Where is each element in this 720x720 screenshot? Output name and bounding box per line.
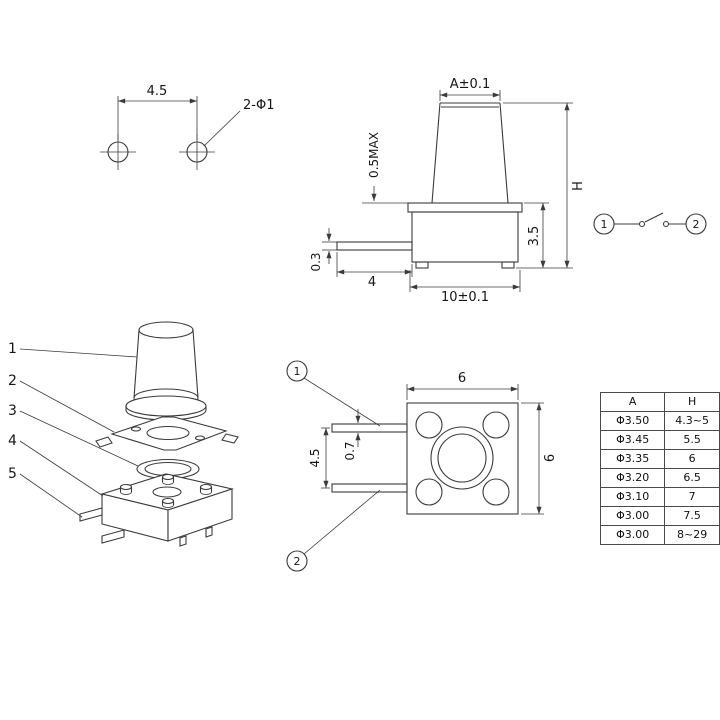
part-label-3: 3 xyxy=(8,403,17,419)
footprint-hole-left xyxy=(107,141,129,163)
circuit-terminal-2-label: 2 xyxy=(693,218,700,231)
spec-row: Φ3.10 7 xyxy=(599,487,720,507)
top-view: 6 6 4.5 0.7 1 2 xyxy=(286,360,558,572)
footprint-pitch-dim-graphics xyxy=(117,96,198,140)
spec-cell-a: Φ3.20 xyxy=(599,468,666,488)
base-foot xyxy=(179,535,187,547)
dim-pin-width: 0.7 xyxy=(343,441,357,460)
top-view-button-outer xyxy=(430,426,494,490)
top-view-corner-boss xyxy=(415,478,443,506)
exploded-base xyxy=(79,473,235,547)
part-leader-lines xyxy=(19,348,139,518)
spec-cell-h: 5.5 xyxy=(664,430,720,450)
base-post xyxy=(199,483,213,495)
hole-callout: 2-Φ1 xyxy=(243,98,274,113)
dim-pin-pitch: 4.5 xyxy=(308,448,322,467)
top-view-body-outline xyxy=(406,402,519,515)
switch-contact-right xyxy=(662,220,670,228)
top-view-button-inner xyxy=(437,433,487,483)
spec-cell-h: 8~29 xyxy=(664,525,720,545)
top-view-corner-boss xyxy=(482,411,510,439)
dim-top-width: A±0.1 xyxy=(450,77,490,92)
dim-lead-length-graphics xyxy=(336,252,413,277)
spec-cell-a: Φ3.35 xyxy=(599,449,666,469)
spec-header-h: H xyxy=(664,392,720,412)
spec-header-a: A xyxy=(599,392,666,412)
base-foot xyxy=(205,526,213,538)
dim-top-view-height: 6 xyxy=(543,454,558,462)
spec-row: Φ3.20 6.5 xyxy=(599,468,720,488)
hole-callout-leader xyxy=(203,110,241,147)
base-post xyxy=(161,473,175,485)
terminal-2-callout-label: 2 xyxy=(294,555,301,568)
dim-pin-pitch-graphics xyxy=(321,427,330,489)
spec-cell-h: 7.5 xyxy=(664,506,720,526)
dim-body-width: 10±0.1 xyxy=(441,290,489,305)
circuit-symbol: 1 2 xyxy=(593,212,707,235)
part-label-1: 1 xyxy=(8,341,17,357)
part-label-4: 4 xyxy=(8,433,17,449)
spec-cell-h: 7 xyxy=(664,487,720,507)
spec-cell-h: 6.5 xyxy=(664,468,720,488)
terminal-1-callout-circle xyxy=(286,360,308,382)
side-view: A±0.1 H 3.5 0.5MAX 0.3 4 xyxy=(309,77,586,305)
terminal-2-leader xyxy=(303,489,381,555)
dim-travel: 0.5MAX xyxy=(367,132,381,178)
top-view-corner-boss xyxy=(482,478,510,506)
exploded-cover-plate xyxy=(95,416,239,451)
terminal-1-leader xyxy=(303,377,381,427)
spec-cell-a: Φ3.00 xyxy=(599,506,666,526)
dim-body-height-graphics xyxy=(524,202,549,268)
spec-cell-a: Φ3.00 xyxy=(599,525,666,545)
top-view-pin-2 xyxy=(331,483,408,493)
side-lead xyxy=(336,241,413,251)
part-label-5: 5 xyxy=(8,466,17,482)
top-view-pin-1 xyxy=(331,423,408,433)
spec-row: Φ3.35 6 xyxy=(599,449,720,469)
base-pin xyxy=(101,529,125,544)
circuit-terminal-1-label: 1 xyxy=(601,218,608,231)
base-post xyxy=(119,483,133,495)
spec-cell-h: 4.3~5 xyxy=(664,411,720,431)
base-post xyxy=(161,497,175,508)
footprint-hole-right xyxy=(186,141,208,163)
exploded-actuator xyxy=(125,321,207,421)
dim-top-view-height-graphics xyxy=(521,402,544,515)
spec-cell-a: Φ3.10 xyxy=(599,487,666,507)
switch-blade xyxy=(644,212,664,223)
dim-body-width-graphics xyxy=(409,270,521,292)
spec-row: Φ3.45 5.5 xyxy=(599,430,720,450)
dim-lead-length: 4 xyxy=(368,275,376,290)
spec-row: Φ3.00 7.5 xyxy=(599,506,720,526)
top-view-corner-boss xyxy=(415,411,443,439)
spec-header-row: A H xyxy=(599,392,720,412)
dim-height-graphics xyxy=(503,102,573,269)
circuit-terminal-2-circle xyxy=(685,213,707,235)
spec-table: A H Φ3.50 4.3~5 Φ3.45 5.5 Φ3.35 6 Φ3.20 … xyxy=(599,392,720,545)
dim-lead-thickness-graphics xyxy=(322,228,337,264)
footprint-view: 4.5 2-Φ1 xyxy=(100,84,274,170)
spec-row: Φ3.50 4.3~5 xyxy=(599,411,720,431)
spec-cell-a: Φ3.50 xyxy=(599,411,666,431)
terminal-1-callout-label: 1 xyxy=(294,365,301,378)
terminal-2-callout-circle xyxy=(286,550,308,572)
dim-lead-thickness: 0.3 xyxy=(309,252,323,271)
base-pin xyxy=(79,507,103,522)
footprint-pitch-dim: 4.5 xyxy=(147,84,168,99)
spec-cell-a: Φ3.45 xyxy=(599,430,666,450)
side-body xyxy=(407,202,523,269)
dim-height: H xyxy=(571,181,586,191)
spec-cell-h: 6 xyxy=(664,449,720,469)
exploded-view: 1 2 3 4 5 xyxy=(8,321,239,547)
dim-body-height: 3.5 xyxy=(527,226,542,247)
switch-contact-left xyxy=(638,220,646,228)
dim-top-view-width: 6 xyxy=(458,371,466,386)
dim-top-width-graphics xyxy=(439,90,501,101)
dim-travel-graphics xyxy=(362,186,408,204)
dim-top-view-width-graphics xyxy=(406,384,519,400)
spec-row: Φ3.00 8~29 xyxy=(599,525,720,545)
side-actuator xyxy=(431,102,509,204)
part-label-2: 2 xyxy=(8,373,17,389)
